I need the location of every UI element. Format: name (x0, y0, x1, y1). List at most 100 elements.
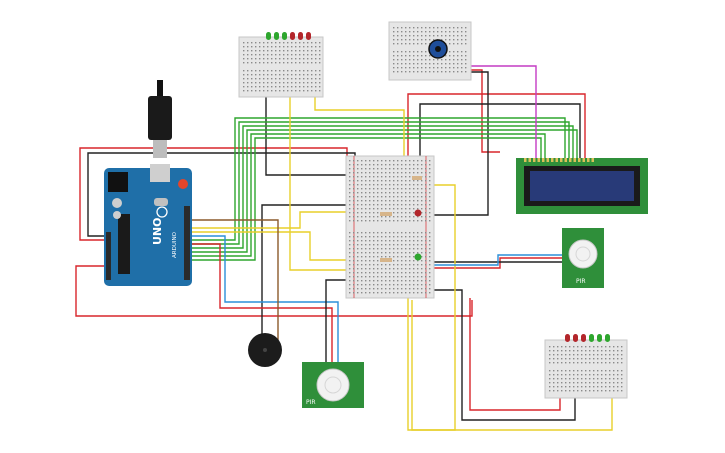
wire-green-5[interactable] (190, 133, 546, 257)
breadboard-hole (401, 192, 403, 194)
breadboard-hole (441, 39, 443, 41)
potentiometer-breadboard[interactable] (388, 21, 472, 81)
breadboard-hole (381, 276, 383, 278)
wire-brown-buzzer[interactable] (190, 219, 279, 340)
breadboard-hole (353, 272, 355, 274)
lcd-pin[interactable] (533, 158, 536, 162)
breadboard-hole (605, 346, 607, 348)
breadboard-hole (357, 172, 359, 174)
lcd-pin[interactable] (587, 158, 590, 162)
breadboard-hole (413, 256, 415, 258)
lcd-pin[interactable] (537, 158, 541, 162)
breadboard-hole (401, 208, 403, 210)
wire-red-pir-right[interactable] (430, 257, 565, 269)
lcd-pin[interactable] (578, 158, 581, 162)
breadboard-hole (421, 212, 423, 214)
wire-black-buzzer[interactable] (261, 204, 355, 340)
lcd-pin[interactable] (524, 158, 527, 162)
bottom-led-breadboard[interactable] (544, 334, 628, 399)
lcd-pin[interactable] (542, 158, 545, 162)
breadboard-hole (417, 71, 419, 73)
breadboard-hole (369, 216, 371, 218)
breadboard-hole (409, 43, 411, 45)
wire-yellow-top-led-1[interactable] (289, 60, 352, 271)
breadboard-hole (373, 268, 375, 270)
breadboard-hole (561, 354, 563, 356)
breadboard-hole (267, 82, 269, 84)
breadboard-hole (401, 176, 403, 178)
wire-red-pot[interactable] (440, 69, 500, 153)
wire-black-top-led[interactable] (265, 60, 352, 176)
breadboard-hole (605, 378, 607, 380)
breadboard-hole (357, 208, 359, 210)
breadboard-hole (445, 71, 447, 73)
lcd-pin[interactable] (591, 158, 595, 162)
breadboard-hole (405, 240, 407, 242)
lcd-pin[interactable] (555, 158, 559, 162)
breadboard-hole (389, 176, 391, 178)
lcd-pin[interactable] (551, 158, 554, 162)
breadboard-hole (609, 374, 611, 376)
breadboard-hole (279, 42, 281, 44)
wire-green-4[interactable] (190, 129, 578, 253)
wire-red-pir-left[interactable] (190, 243, 333, 362)
arduino-logo (156, 206, 168, 218)
pir-sensor-right[interactable]: PIR (562, 228, 604, 288)
lcd-16x2[interactable] (516, 158, 648, 214)
breadboard-hole (263, 58, 265, 60)
breadboard-hole (357, 268, 359, 270)
breadboard-hole (405, 208, 407, 210)
piezo-buzzer[interactable] (248, 333, 282, 367)
breadboard-hole (461, 43, 463, 45)
breadboard-hole (425, 180, 427, 182)
breadboard-hole (417, 196, 419, 198)
top-led-breadboard[interactable] (238, 32, 324, 98)
lcd-pin[interactable] (546, 158, 550, 162)
breadboard-hole (417, 172, 419, 174)
lcd-pin[interactable] (528, 158, 532, 162)
breadboard-hole (581, 390, 583, 392)
lcd-pin[interactable] (573, 158, 577, 162)
breadboard-hole (369, 256, 371, 258)
wire-green-2[interactable] (190, 121, 570, 245)
breadboard-hole (267, 58, 269, 60)
lcd-pin[interactable] (564, 158, 568, 162)
breadboard-hole (307, 74, 309, 76)
breadboard-hole (263, 54, 265, 56)
wire-green-1[interactable] (190, 117, 566, 241)
breadboard-hole (421, 51, 423, 53)
breadboard-hole (275, 86, 277, 88)
breadboard-hole (361, 232, 363, 234)
breadboard-hole (373, 244, 375, 246)
wire-red-top-loop[interactable] (79, 147, 348, 241)
wire-red-bottom-loop[interactable] (75, 265, 473, 317)
breadboard-hole (377, 204, 379, 206)
wire-black-pir-left[interactable] (325, 279, 352, 362)
wire-blue-pir-right[interactable] (430, 254, 565, 266)
wire-green-6[interactable] (190, 137, 542, 261)
breadboard-hole (271, 70, 273, 72)
breadboard-hole (389, 272, 391, 274)
breadboard-hole (449, 63, 451, 65)
reset-button[interactable] (178, 179, 188, 189)
arduino-uno[interactable]: UNO ARDUINO (104, 80, 192, 286)
wire-blue-pir-left[interactable] (190, 235, 339, 362)
breadboard-hole (609, 354, 611, 356)
lcd-pin[interactable] (582, 158, 586, 162)
capacitor-2 (113, 211, 121, 219)
breadboard-hole (425, 292, 427, 294)
breadboard-hole (255, 78, 257, 80)
lcd-pin[interactable] (560, 158, 563, 162)
breadboard-hole (573, 374, 575, 376)
breadboard-hole (569, 362, 571, 364)
lcd-pin[interactable] (569, 158, 572, 162)
pir-sensor-left[interactable]: PIR (302, 362, 364, 408)
breadboard-hole (405, 39, 407, 41)
breadboard-hole (373, 160, 375, 162)
breadboard-hole (373, 276, 375, 278)
breadboard-hole (557, 362, 559, 364)
wire-black-lcd[interactable] (419, 103, 581, 180)
main-breadboard[interactable] (345, 155, 435, 299)
breadboard-hole (413, 272, 415, 274)
breadboard-hole (369, 188, 371, 190)
